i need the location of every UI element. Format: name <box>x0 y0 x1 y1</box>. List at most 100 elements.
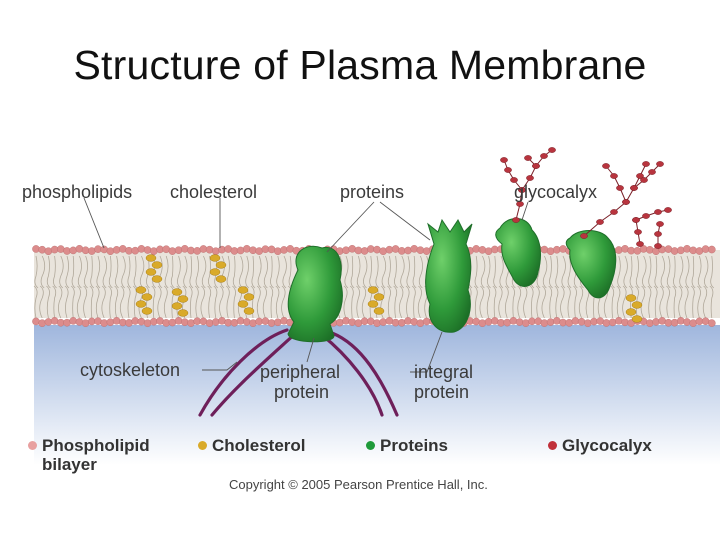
phospholipid-head <box>683 318 691 326</box>
phospholipid-head <box>211 318 220 326</box>
legend-proteins: Proteins <box>366 436 448 455</box>
lipid-tail <box>492 285 497 319</box>
cholesterol-ring <box>367 300 379 308</box>
cholesterol-ring <box>215 261 227 269</box>
lipid-tail <box>660 255 665 289</box>
lipid-tail <box>541 285 546 319</box>
phospholipid-head <box>69 317 78 325</box>
phospholipid-head <box>205 319 214 327</box>
slide-title: Structure of Plasma Membrane <box>73 42 647 88</box>
glycocalyx-sugar <box>616 185 624 191</box>
glycocalyx-sugar <box>636 241 644 247</box>
lipid-tail <box>251 255 256 289</box>
cholesterol-molecule <box>367 286 385 315</box>
lipid-tail <box>281 285 286 319</box>
phospholipid-head <box>273 318 282 327</box>
glycocalyx-sugar <box>648 169 656 175</box>
lipid-tail <box>275 285 280 319</box>
membrane-figure: phospholipids cholesterol proteins glyco… <box>22 140 720 500</box>
lipid-tail <box>201 255 207 289</box>
lipid-tail <box>405 285 410 319</box>
cholesterol-ring <box>243 293 255 301</box>
lipid-tail <box>58 285 63 319</box>
lipid-tail <box>239 255 244 289</box>
phospholipid-head <box>646 246 654 254</box>
lipid-tail <box>548 285 553 319</box>
lipid-tail <box>163 285 168 319</box>
peripheral-protein-body <box>287 245 343 343</box>
lipid-tail <box>659 285 664 319</box>
glycocalyx-link <box>633 163 661 189</box>
glycocalyx-chains <box>500 147 672 249</box>
lipid-tail <box>77 255 82 289</box>
glycocalyx-chain <box>524 155 540 169</box>
phospholipid-head <box>577 317 586 326</box>
cholesterol-molecule <box>171 288 189 317</box>
lipid-tail <box>523 285 528 319</box>
lipid-tail <box>487 255 491 289</box>
lipid-tail <box>479 285 484 319</box>
cholesterol-ring <box>625 294 637 302</box>
lipid-tail <box>702 285 708 319</box>
glycocalyx-sugar <box>632 217 640 223</box>
glycocalyx-sugar <box>548 147 556 153</box>
lipid-tail <box>473 285 478 319</box>
phospholipid-head <box>478 319 487 327</box>
lipid-tail <box>225 285 230 319</box>
lipid-tail <box>115 255 119 289</box>
glycocalyx-sugar <box>518 187 526 193</box>
lipid-tail <box>84 255 89 289</box>
cholesterol-ring <box>151 261 163 269</box>
cholesterol-ring <box>209 268 221 276</box>
glycocalyx-sugar <box>524 155 532 161</box>
glycocalyx-sugar <box>526 175 534 181</box>
lipid-tail <box>256 285 261 319</box>
phospholipid-head <box>75 245 84 253</box>
lipid-tail <box>33 285 38 319</box>
phospholipid-head <box>75 318 84 326</box>
glycocalyx-link <box>635 209 669 221</box>
cholesterol-ring <box>171 288 183 296</box>
lipid-tail <box>53 255 57 289</box>
lipid-tail <box>648 255 653 289</box>
glycocalyx-chain <box>500 157 526 193</box>
lipid-tail <box>151 285 156 319</box>
leader-peripheral <box>306 337 315 363</box>
lipid-tail <box>685 255 690 289</box>
lipid-tail <box>653 285 658 319</box>
legend-phospholipid: Phospholipid bilayer <box>28 436 150 474</box>
cholesterol-ring <box>171 302 183 310</box>
lipid-tail <box>647 285 652 319</box>
lipid-tail <box>46 255 51 289</box>
glycocalyx-chain <box>632 207 672 223</box>
phospholipid-head <box>236 317 245 325</box>
lipid-tail <box>697 285 701 319</box>
legend-proteins-label: Proteins <box>380 436 449 455</box>
label-proteins: proteins <box>340 182 405 202</box>
glycocalyx-sugar <box>654 243 662 249</box>
lipid-tail <box>560 285 565 319</box>
lipid-tail <box>679 255 684 289</box>
lipid-tail <box>673 255 677 289</box>
glycocalyx-sugar <box>596 219 604 225</box>
cholesterol-ring <box>177 309 189 317</box>
label-cytoskeleton: cytoskeleton <box>80 360 181 380</box>
phospholipid-head <box>143 246 152 254</box>
lipid-tail <box>567 255 572 289</box>
glycocalyx-sugar <box>510 177 518 183</box>
lipid-tail <box>71 255 76 289</box>
lipid-tail <box>623 255 628 289</box>
label-peripheral: peripheral <box>260 362 341 382</box>
glycocalyx-sugar <box>636 173 644 179</box>
lipid-tail <box>90 255 95 289</box>
phospholipid-head <box>211 247 220 255</box>
label-leader-lines <box>83 197 529 373</box>
lipid-tail <box>480 255 486 289</box>
glycocalyx-sugar <box>504 167 512 173</box>
cholesterol-molecule <box>135 286 153 315</box>
phospholipid-head <box>615 246 623 254</box>
leader-proteins-b <box>379 201 431 241</box>
lipid-tail <box>59 255 64 289</box>
lipid-tail <box>114 285 119 319</box>
phospholipid-head <box>708 319 716 327</box>
